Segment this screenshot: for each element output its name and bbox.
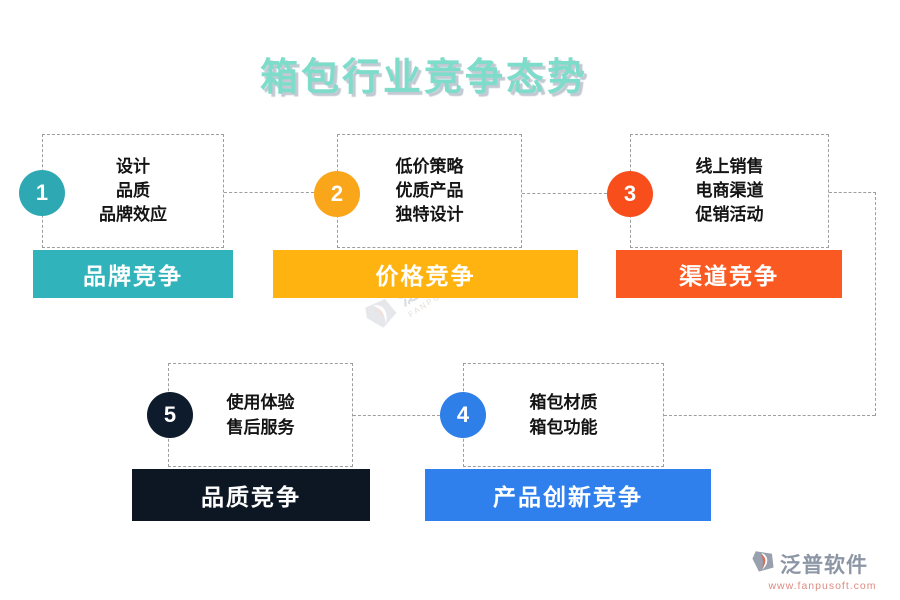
factor-item: 优质产品 bbox=[395, 181, 464, 200]
step-badge-4: 4 bbox=[440, 392, 486, 438]
factor-item: 设计 bbox=[116, 157, 150, 176]
factor-item: 低价策略 bbox=[395, 157, 464, 176]
diagram-title: 箱包行业竞争态势 bbox=[259, 57, 588, 99]
factor-item: 品牌效应 bbox=[99, 205, 167, 224]
category-bar-brand: 品牌竞争 bbox=[33, 250, 233, 298]
step-badge-5: 5 bbox=[147, 392, 193, 438]
watermark: 泛普软件 FANPU SOFTWARE bbox=[357, 231, 497, 341]
step-badge-3: 3 bbox=[607, 171, 653, 217]
fanpu-logo-icon bbox=[750, 548, 776, 579]
category-bar-quality: 品质竞争 bbox=[132, 469, 370, 521]
category-bar-innovation: 产品创新竞争 bbox=[425, 469, 711, 521]
fanpu-logo-icon bbox=[357, 290, 407, 341]
connector-line-5-4 bbox=[353, 415, 440, 416]
factors-box-price: 低价策略 优质产品 独特设计 bbox=[337, 134, 522, 248]
factor-item: 线上销售 bbox=[695, 157, 764, 176]
factor-item: 箱包材质 bbox=[529, 393, 598, 412]
factor-item: 箱包功能 bbox=[529, 418, 598, 437]
factors-box-channel: 线上销售 电商渠道 促销活动 bbox=[630, 134, 829, 248]
category-bar-channel: 渠道竞争 bbox=[616, 250, 842, 298]
category-bar-price: 价格竞争 bbox=[273, 250, 578, 298]
connector-line-right-vertical bbox=[875, 192, 876, 416]
footer-brand-name: 泛普软件 bbox=[780, 552, 868, 577]
connector-line-to-4 bbox=[664, 415, 875, 416]
factors-box-brand: 设计 品质 品牌效应 bbox=[42, 134, 224, 248]
step-badge-1: 1 bbox=[19, 170, 65, 216]
connector-line-2-3 bbox=[522, 193, 607, 194]
connector-line-1-2 bbox=[224, 192, 314, 193]
footer-brand: 泛普软件 www.fanpusoft.com bbox=[750, 548, 895, 592]
factor-item: 使用体验 bbox=[226, 393, 295, 412]
factors-box-innovation: 箱包材质 箱包功能 bbox=[463, 363, 664, 467]
factor-item: 促销活动 bbox=[695, 205, 764, 224]
footer-website: www.fanpusoft.com bbox=[768, 580, 877, 592]
connector-line-3-right bbox=[829, 192, 876, 193]
step-badge-2: 2 bbox=[314, 171, 360, 217]
factor-item: 独特设计 bbox=[395, 205, 464, 224]
factor-item: 售后服务 bbox=[226, 418, 295, 437]
factors-box-quality: 使用体验 售后服务 bbox=[168, 363, 353, 467]
factor-item: 电商渠道 bbox=[695, 181, 764, 200]
factor-item: 品质 bbox=[116, 181, 150, 200]
